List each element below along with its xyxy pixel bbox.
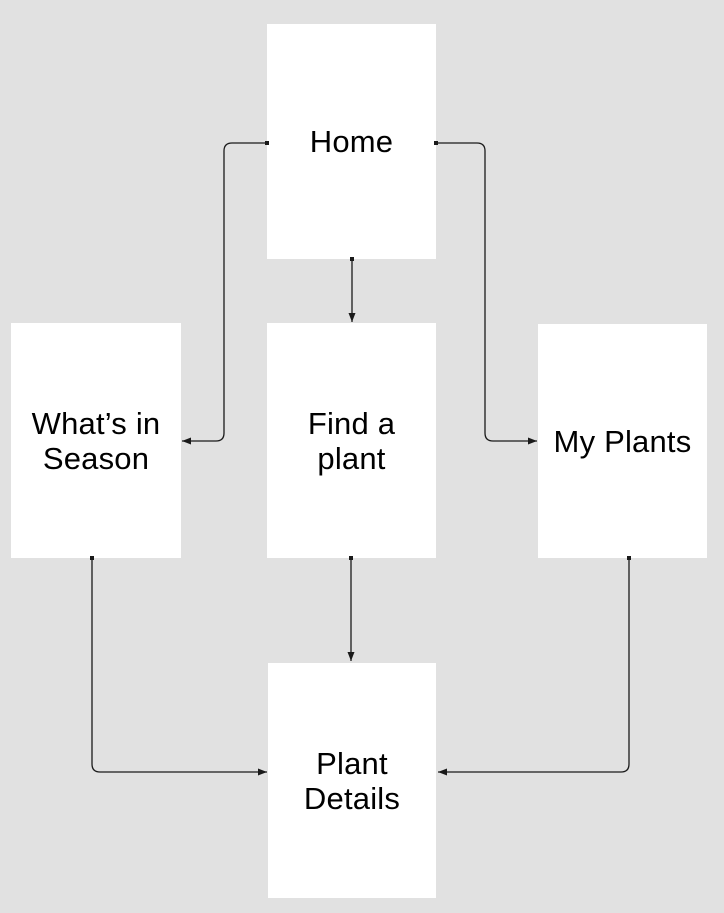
edge-whats-in-season-to-plant-details: [90, 556, 267, 776]
node-label-line: Plant: [316, 745, 388, 781]
node-label-line: What’s in: [31, 405, 161, 441]
node-my-plants[interactable]: My Plants: [538, 324, 707, 558]
node-label-line: Details: [303, 780, 401, 816]
node-label-home: Home: [310, 124, 394, 159]
node-label-line: Home: [309, 124, 394, 159]
node-label-line: plant: [317, 440, 386, 476]
node-label-my-plants: My Plants: [554, 424, 692, 459]
edge-home-to-whats-in-season: [182, 141, 269, 445]
node-label-line: Find a: [307, 405, 396, 441]
edge-home-to-my-plants: [434, 141, 537, 445]
edge-my-plants-to-plant-details: [438, 556, 631, 776]
node-home[interactable]: Home: [267, 24, 436, 259]
node-label-line: Season: [42, 440, 150, 476]
node-label-line: My Plants: [553, 423, 692, 459]
